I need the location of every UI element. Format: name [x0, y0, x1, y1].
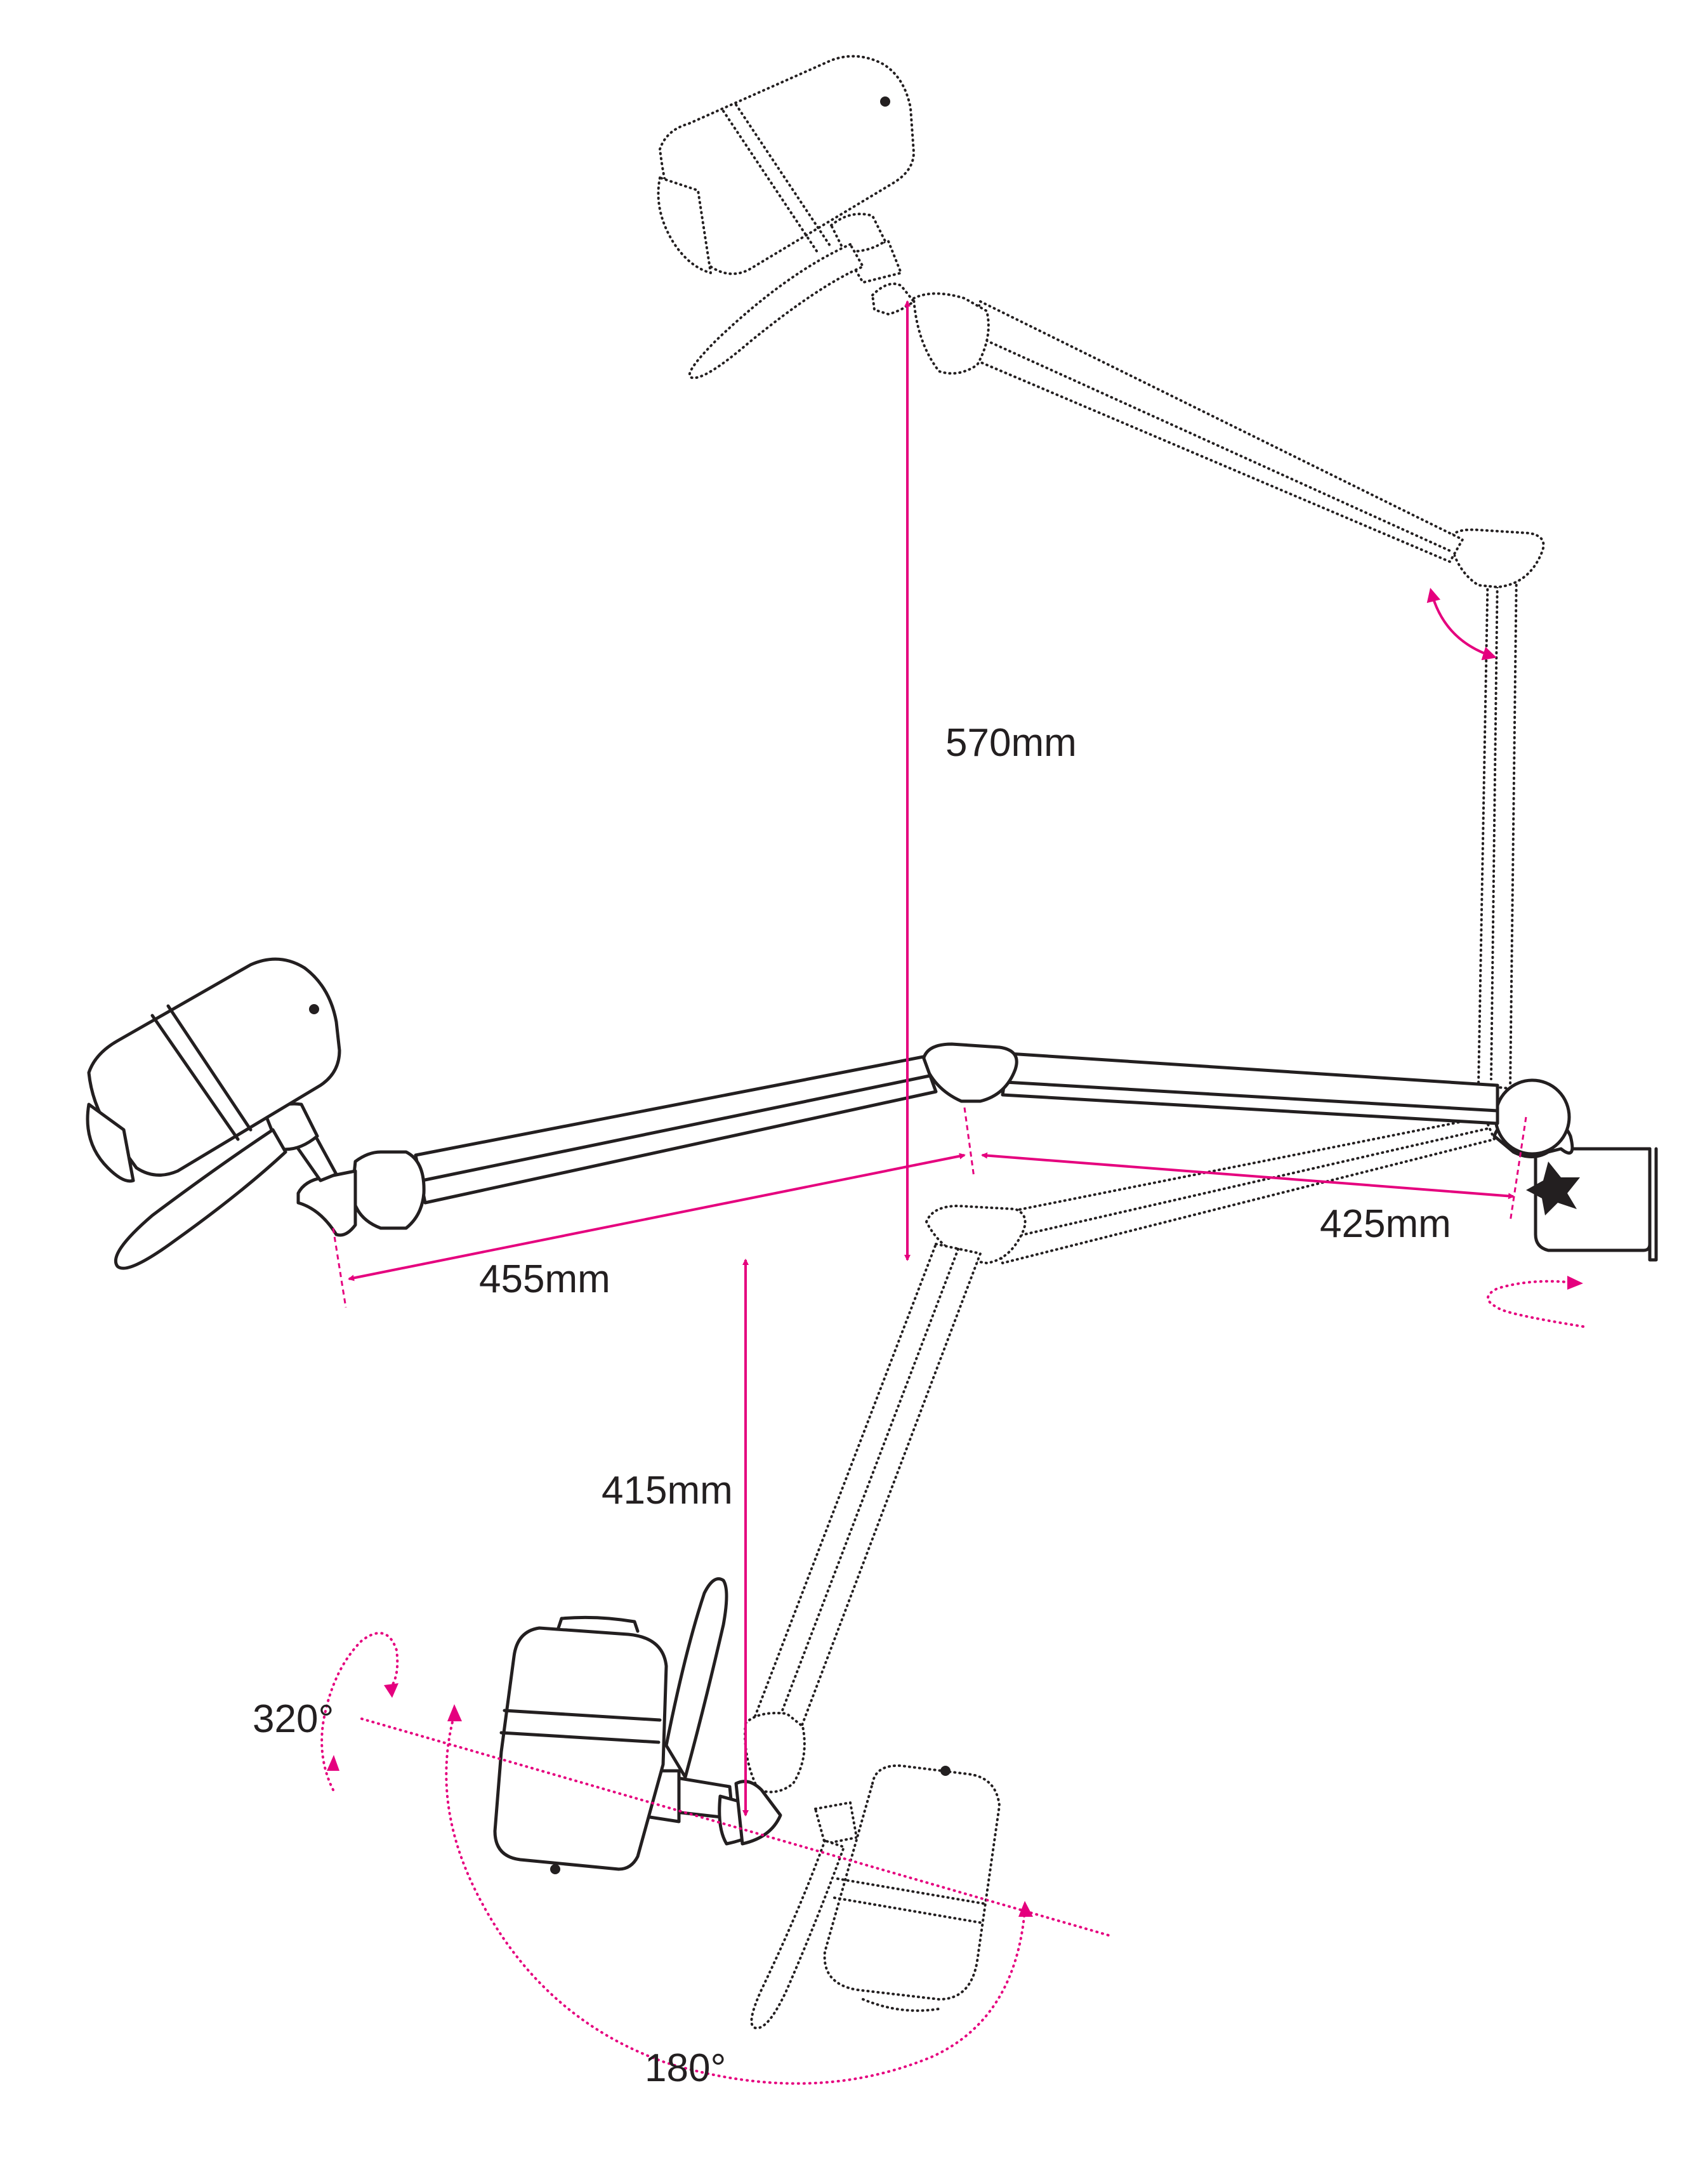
tilt-rotation-arc — [320, 1632, 399, 1791]
camera-lowered-swivel — [493, 1577, 782, 1874]
dimension-lines — [320, 300, 1584, 2085]
dimension-label-415: 415mm — [602, 1469, 733, 1512]
rotation-label-320: 320° — [253, 1697, 334, 1741]
rotation-label-180: 180° — [645, 2046, 727, 2090]
dimension-label-455: 455mm — [479, 1257, 610, 1301]
dimension-label-570: 570mm — [945, 721, 1077, 765]
swivel-rotation-arc — [445, 1716, 1026, 2085]
arm-lowered-position — [736, 1116, 1496, 2030]
dimension-label-425: 425mm — [1320, 1202, 1451, 1246]
dim-425-line — [981, 1152, 1515, 1200]
dim-455-line — [348, 1153, 966, 1281]
arm-raised-position — [657, 55, 1545, 1090]
